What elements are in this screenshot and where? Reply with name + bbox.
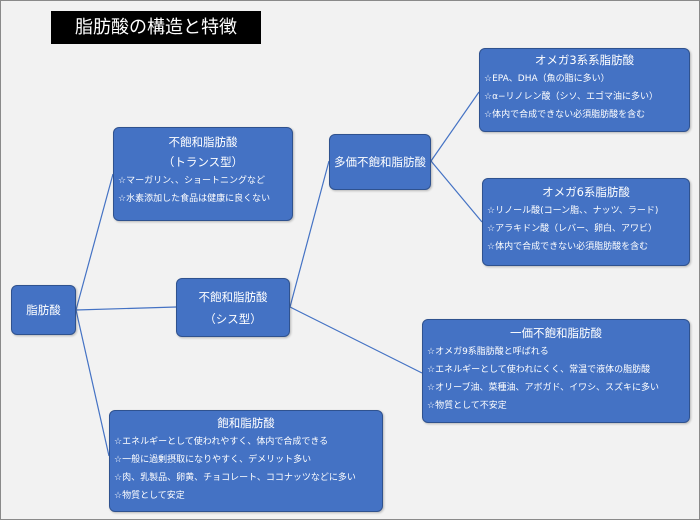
connector-root-trans xyxy=(75,173,114,311)
page-title: 脂肪酸の構造と特徴 xyxy=(51,11,261,44)
node-omega3-item: ☆体内で合成できない必須脂肪酸を含む xyxy=(484,110,646,120)
connector-poly-omega3 xyxy=(430,91,480,162)
connector-cis-mono xyxy=(289,306,423,374)
connector-cis-poly xyxy=(289,160,330,308)
node-monounsaturated-item: ☆エネルギーとして使われにくく、常温で液体の脂肪酸 xyxy=(427,365,651,375)
node-omega3-title: オメガ3系系脂肪酸 xyxy=(534,53,635,67)
node-omega3: オメガ3系系脂肪酸 ☆EPA、DHA（魚の脂に多い） ☆α−リノレン酸（シソ、エ… xyxy=(479,48,690,132)
node-unsaturated-cis-title: 不飽和脂肪酸 xyxy=(198,289,268,304)
node-omega6: オメガ6系脂肪酸 ☆リノール酸(コーン脂、、ナッツ、ラード) ☆アラキドン酸（レ… xyxy=(482,178,690,266)
node-unsaturated-trans-item: ☆水素添加した食品は健康に良くない xyxy=(118,194,271,204)
connector-root-cis xyxy=(75,306,177,311)
node-unsaturated-trans: 不飽和脂肪酸 （トランス型） ☆マーガリン、、ショートニングなど ☆水素添加した… xyxy=(113,127,293,221)
node-polyunsaturated: 多価不飽和脂肪酸 xyxy=(329,134,431,190)
node-omega6-item: ☆リノール酸(コーン脂、、ナッツ、ラード) xyxy=(487,206,659,216)
node-omega3-item: ☆EPA、DHA（魚の脂に多い） xyxy=(484,74,610,84)
node-fatty-acid: 脂肪酸 xyxy=(11,285,76,335)
node-saturated-item: ☆肉、乳製品、卵黄、チョコレート、ココナッツなどに多い xyxy=(114,473,356,483)
node-monounsaturated-title: 一価不飽和脂肪酸 xyxy=(510,326,602,340)
connector-root-saturated xyxy=(75,309,110,457)
node-monounsaturated-item: ☆物質として不安定 xyxy=(427,401,507,411)
node-saturated-item: ☆物質として安定 xyxy=(114,491,185,501)
node-omega6-item: ☆アラキドン酸（レバー、卵白、アワビ） xyxy=(487,224,657,234)
node-unsaturated-cis-subtitle: （シス型） xyxy=(204,311,262,326)
node-unsaturated-trans-subtitle: （トランス型） xyxy=(162,155,244,169)
node-monounsaturated: 一価不飽和脂肪酸 ☆オメガ9系脂肪酸と呼ばれる ☆エネルギーとして使われにくく、… xyxy=(422,319,690,423)
node-unsaturated-trans-item: ☆マーガリン、、ショートニングなど xyxy=(118,176,266,186)
node-polyunsaturated-label: 多価不飽和脂肪酸 xyxy=(334,155,426,169)
node-fatty-acid-label: 脂肪酸 xyxy=(26,303,61,317)
node-unsaturated-trans-title: 不飽和脂肪酸 xyxy=(168,135,238,149)
node-saturated-item: ☆エネルギーとして使われやすく、体内で合成できる xyxy=(114,437,329,447)
node-omega6-item: ☆体内で合成できない必須脂肪酸を含む xyxy=(487,242,649,252)
node-omega3-item: ☆α−リノレン酸（シソ、エゴマ油に多い） xyxy=(484,92,659,102)
node-saturated-item: ☆一般に過剰摂取になりやすく、デメリット多い xyxy=(114,455,312,465)
node-monounsaturated-item: ☆オメガ9系脂肪酸と呼ばれる xyxy=(427,347,549,357)
node-saturated: 飽和脂肪酸 ☆エネルギーとして使われやすく、体内で合成できる ☆一般に過剰摂取に… xyxy=(109,410,383,512)
connector-poly-omega6 xyxy=(430,160,483,223)
node-unsaturated-cis: 不飽和脂肪酸 （シス型） xyxy=(176,278,290,337)
node-omega6-title: オメガ6系脂肪酸 xyxy=(542,185,630,199)
node-saturated-title: 飽和脂肪酸 xyxy=(217,416,275,430)
node-monounsaturated-item: ☆オリーブ油、菜種油、アボガド、イワシ、スズキに多い xyxy=(427,383,659,393)
